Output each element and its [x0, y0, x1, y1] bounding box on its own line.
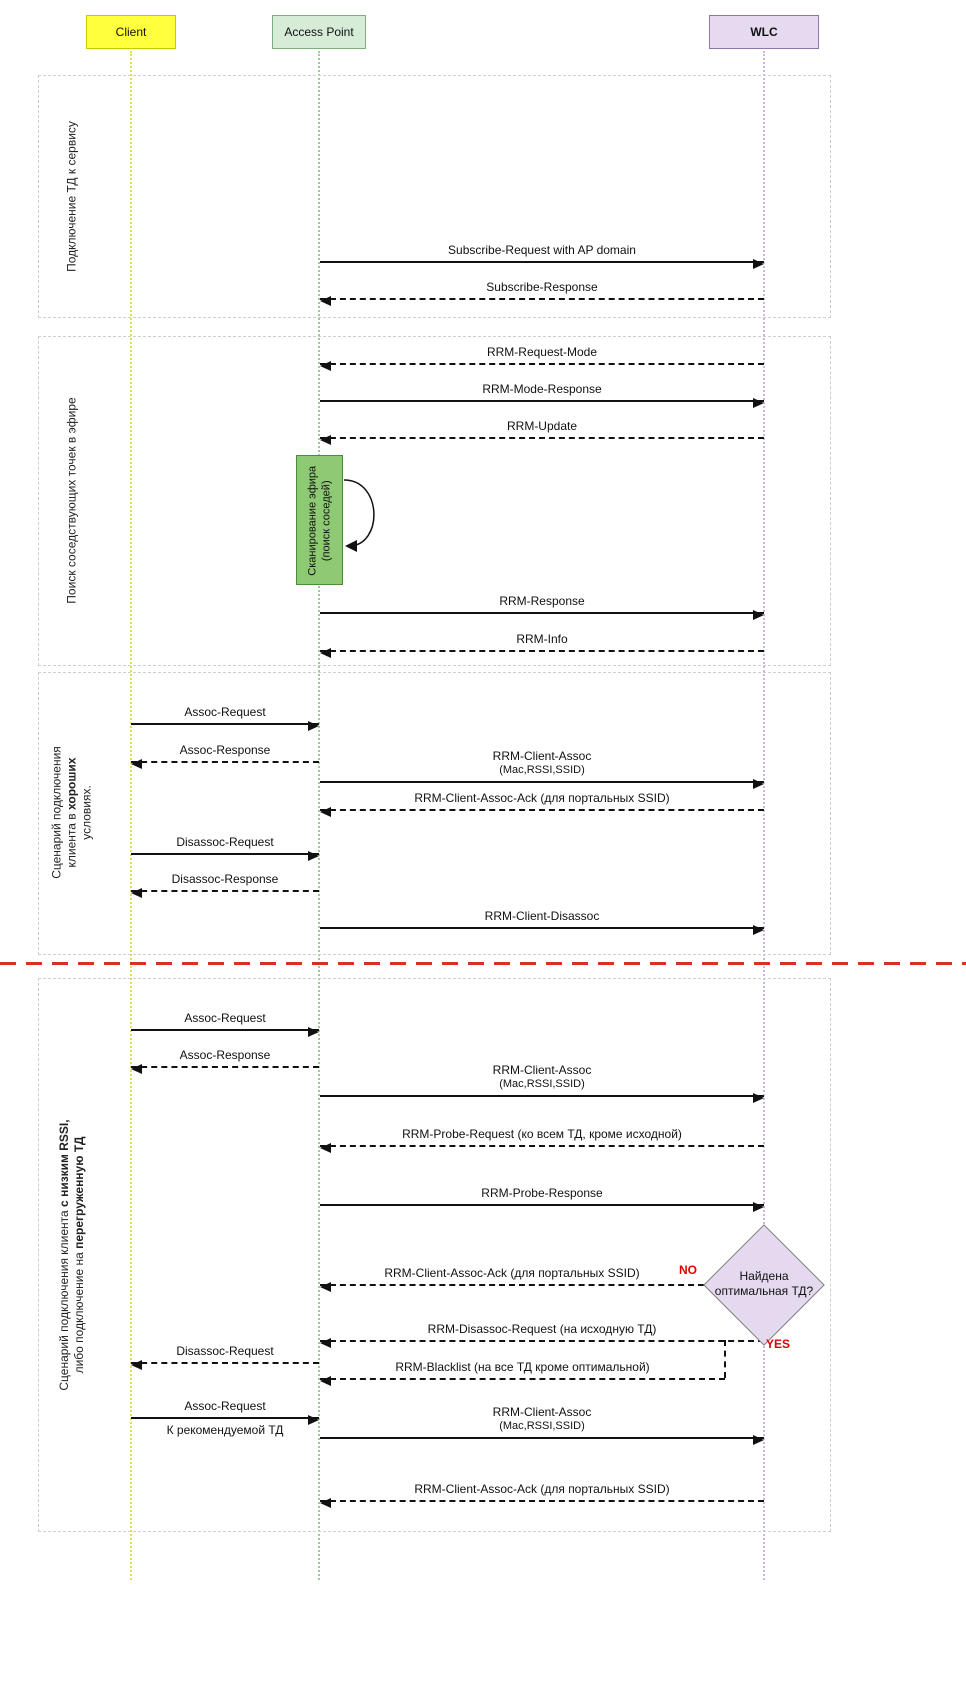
message-label: RRM-Client-Disassoc: [484, 908, 600, 923]
frame-section-4: [38, 978, 831, 1532]
section-1-title: Подключение ТД к сервису: [65, 37, 80, 357]
branch-yes-label: YES: [766, 1337, 791, 1351]
message-label: RRM-Probe-Request (ко всем ТД, кроме исх…: [402, 1126, 682, 1141]
arrow-line: [131, 1415, 319, 1425]
message-label: RRM-Response: [499, 593, 585, 608]
message-label: RRM-Blacklist (на все ТД кроме оптимальн…: [395, 1359, 650, 1374]
message-label: Assoc-Request: [184, 704, 266, 719]
message-label: RRM-Request-Mode: [486, 344, 598, 359]
arrow-line: [320, 648, 764, 658]
message-label: Disassoc-Request: [176, 1343, 274, 1358]
actor-client: Client: [86, 15, 176, 49]
decision-diamond-label: Найдена оптимальная ТД?: [714, 1269, 814, 1298]
section-2-title: Поиск соседствующих точек в эфире: [65, 341, 80, 661]
frame-section-3: [38, 672, 831, 955]
message-label: Assoc-Request: [184, 1010, 266, 1025]
section-3-title: Сценарий подключения клиента в хороших у…: [49, 746, 94, 879]
message-label: RRM-Mode-Response: [482, 381, 602, 396]
message-label: RRM-Disassoc-Request (на исходную ТД): [427, 1321, 657, 1336]
lifeline-wlc: [763, 51, 765, 1580]
self-loop-arrow: [343, 479, 375, 552]
arrow-line: [320, 1282, 704, 1292]
arrow-line: [320, 259, 764, 269]
message-label: RRM-Client-Assoc (Mac,RSSI,SSID): [492, 749, 592, 776]
arrow-line: [131, 888, 319, 898]
message-label: RRM-Info: [516, 631, 568, 646]
arrow-line: [131, 1064, 319, 1074]
arrow-line: [320, 1498, 764, 1508]
message-label: RRM-Client-Assoc (Mac,RSSI,SSID): [492, 1063, 592, 1090]
frame-section-2: [38, 336, 831, 666]
arrow-line: [131, 1027, 319, 1037]
actor-client-label: Client: [115, 25, 147, 39]
section-2-title-text: Поиск соседствующих точек в эфире: [64, 397, 79, 604]
scan-activation-box: Сканирование эфира (поиск соседей): [296, 455, 343, 585]
message-label: Subscribe-Response: [486, 279, 598, 294]
arrow-line: [320, 1376, 725, 1386]
arrow-line: [320, 1202, 764, 1212]
section-1-title-text: Подключение ТД к сервису: [64, 121, 79, 272]
message-sublabel: К рекомендуемой ТД: [166, 1423, 284, 1437]
arrow-line: [320, 610, 764, 620]
message-label: Assoc-Response: [179, 742, 271, 757]
arrow-line: [320, 925, 764, 935]
message-label: RRM-Update: [506, 418, 578, 433]
arrow-line: [320, 361, 764, 371]
branch-no-label: NO: [679, 1263, 697, 1277]
message-label: Subscribe-Request with AP domain: [448, 242, 636, 257]
arrow-line: [320, 1093, 764, 1103]
arrow-line: [320, 435, 764, 445]
arrow-line: [320, 779, 764, 789]
phase-divider: [0, 962, 966, 965]
message-label: RRM-Client-Assoc-Ack (для портальных SSI…: [414, 1481, 670, 1496]
message-label: Assoc-Request: [184, 1398, 266, 1413]
arrow-line: [320, 296, 764, 306]
section-4-title: Сценарий подключения клиента с низким RS…: [57, 1119, 86, 1391]
actor-wlc-label: WLC: [750, 25, 778, 39]
lifeline-client: [130, 51, 132, 1580]
message-label: Disassoc-Request: [176, 834, 274, 849]
message-label: RRM-Probe-Response: [481, 1185, 603, 1200]
arrow-line: [320, 807, 764, 817]
frame-section-1: [38, 75, 831, 318]
actor-wlc: WLC: [709, 15, 819, 49]
arrow-line: [131, 721, 319, 731]
actor-access-point: Access Point: [272, 15, 366, 49]
yes-branch-connector: [724, 1340, 726, 1378]
message-label: RRM-Client-Assoc-Ack (для портальных SSI…: [384, 1265, 640, 1280]
arrow-line: [320, 398, 764, 408]
actor-access-point-label: Access Point: [284, 25, 354, 39]
message-label: RRM-Client-Assoc-Ack (для портальных SSI…: [414, 790, 670, 805]
arrow-line: [131, 1360, 319, 1370]
arrow-line: [131, 759, 319, 769]
message-label: RRM-Client-Assoc (Mac,RSSI,SSID): [492, 1405, 592, 1432]
message-label: Assoc-Response: [179, 1047, 271, 1062]
lifeline-access-point: [318, 51, 320, 1580]
message-label: Disassoc-Response: [171, 871, 279, 886]
arrow-line: [320, 1435, 764, 1445]
arrow-line: [320, 1143, 764, 1153]
scan-activation-label: Сканирование эфира (поиск соседей): [306, 465, 332, 576]
arrow-line: [131, 851, 319, 861]
arrow-line: [320, 1338, 764, 1348]
